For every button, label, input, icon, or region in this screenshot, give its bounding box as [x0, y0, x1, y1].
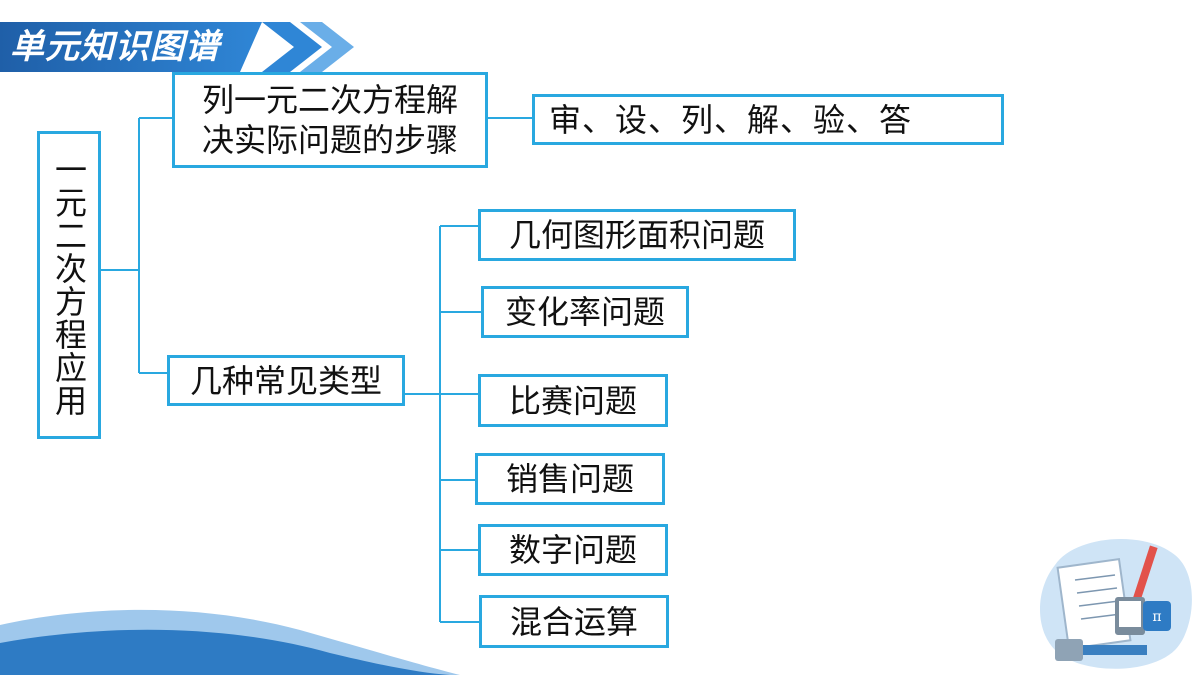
math-notebook-illustration-icon: π	[1040, 538, 1192, 669]
type-node-rate: 变化率问题	[481, 286, 689, 338]
svg-text:π: π	[1152, 609, 1161, 625]
header-banner	[0, 22, 354, 72]
chevron-icon	[262, 22, 322, 72]
root-node: 一元二次方程应用	[37, 131, 101, 439]
chevron-icon	[300, 22, 354, 72]
type-node-sales: 销售问题	[475, 453, 665, 505]
branch-steps-line2: 决实际问题的步骤	[201, 121, 458, 159]
steps-answer-node: 审、设、列、解、验、答	[532, 94, 1004, 145]
branch-steps-line1: 列一元二次方程解	[201, 81, 458, 119]
bottom-wave-decoration	[0, 609, 460, 675]
type-node-area: 几何图形面积问题	[478, 209, 796, 261]
type-node-number: 数字问题	[478, 524, 668, 576]
type-node-mixed: 混合运算	[479, 595, 669, 648]
page-title: 单元知识图谱	[10, 27, 220, 67]
branch-steps-node: 列一元二次方程解 决实际问题的步骤	[172, 72, 488, 168]
branch-types-node: 几种常见类型	[167, 355, 405, 406]
type-node-match: 比赛问题	[478, 374, 668, 427]
